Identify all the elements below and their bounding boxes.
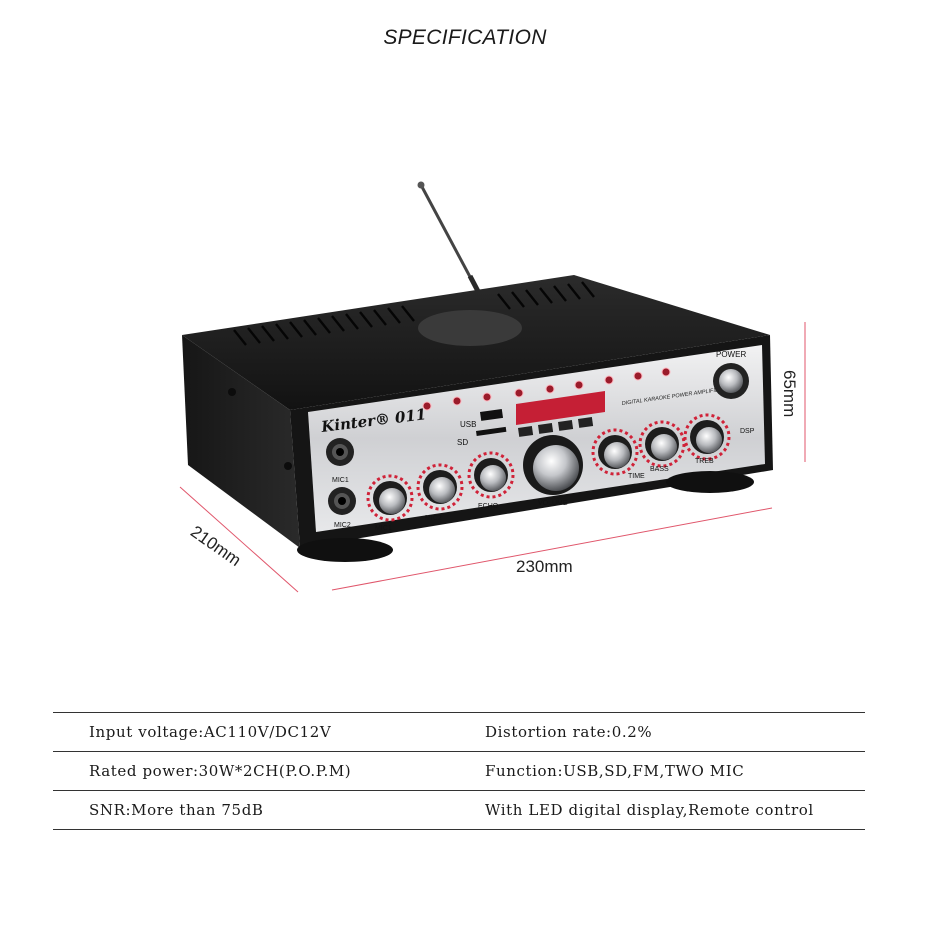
page-title: SPECIFICATION: [383, 26, 547, 49]
width-dimension-label: 230mm: [516, 557, 573, 576]
spec-snr: SNR:More than 75dB: [89, 801, 264, 819]
sd-slot[interactable]: [476, 426, 507, 436]
sd-label: SD: [457, 438, 468, 447]
knob-label-time: TIME: [628, 473, 645, 480]
mic2-jack[interactable]: [328, 487, 356, 515]
spec-table: Input voltage:AC110V/DC12V Distortion ra…: [53, 712, 865, 830]
mic1-jack-label: MIC1: [332, 477, 349, 484]
mic1-jack[interactable]: [326, 438, 354, 466]
height-dimension-label: 65mm: [780, 370, 799, 418]
mic2-knob[interactable]: [416, 463, 464, 511]
top-logo-badge: [418, 310, 522, 346]
dsp-label: DSP: [740, 428, 755, 435]
transport-buttons[interactable]: [518, 417, 594, 437]
led-display: [516, 391, 605, 425]
power-label: POWER: [716, 350, 746, 359]
power-button[interactable]: [713, 363, 749, 399]
volume-knob[interactable]: [523, 435, 583, 495]
foot-front-right: [666, 471, 754, 493]
echo-knob[interactable]: [467, 451, 515, 499]
foot-front-left: [297, 538, 393, 562]
amplifier-photo: Kinter® 011 MIC1 MIC2 USB SD DIGITAL KAR…: [179, 181, 806, 593]
bass-knob[interactable]: [638, 420, 686, 468]
spec-row: Rated power:30W*2CH(P.O.P.M) Function:US…: [53, 751, 865, 790]
knob-label-echo: ECHO: [478, 503, 499, 510]
vent-grille: [233, 281, 595, 346]
knob-label-bass: BASS: [650, 466, 669, 473]
mic2-jack-label: MIC2: [334, 522, 351, 529]
usb-port[interactable]: [480, 408, 504, 421]
knob-label-mic2: MIC2: [425, 515, 442, 522]
spec-display-remote: With LED digital display,Remote control: [485, 801, 814, 819]
knob-label-mic1: MIC1: [375, 525, 392, 532]
usb-label: USB: [460, 420, 476, 429]
knob-label-volume: VOLUME: [538, 500, 568, 507]
knob-label-treble: TREB: [695, 458, 714, 465]
spec-function: Function:USB,SD,FM,TWO MIC: [485, 762, 745, 780]
time-knob[interactable]: [591, 428, 639, 476]
spec-input-voltage: Input voltage:AC110V/DC12V: [89, 723, 332, 741]
front-panel: [308, 345, 765, 532]
dimension-lines: [179, 322, 806, 593]
spec-row: Input voltage:AC110V/DC12V Distortion ra…: [53, 712, 865, 751]
left-side: [182, 335, 300, 548]
mic1-knob[interactable]: [366, 474, 414, 522]
level-leds: [422, 367, 671, 411]
treble-knob[interactable]: [683, 413, 731, 461]
spec-distortion-rate: Distortion rate:0.2%: [485, 723, 653, 741]
spec-rated-power: Rated power:30W*2CH(P.O.P.M): [89, 762, 352, 780]
spec-row: SNR:More than 75dB With LED digital disp…: [53, 790, 865, 830]
